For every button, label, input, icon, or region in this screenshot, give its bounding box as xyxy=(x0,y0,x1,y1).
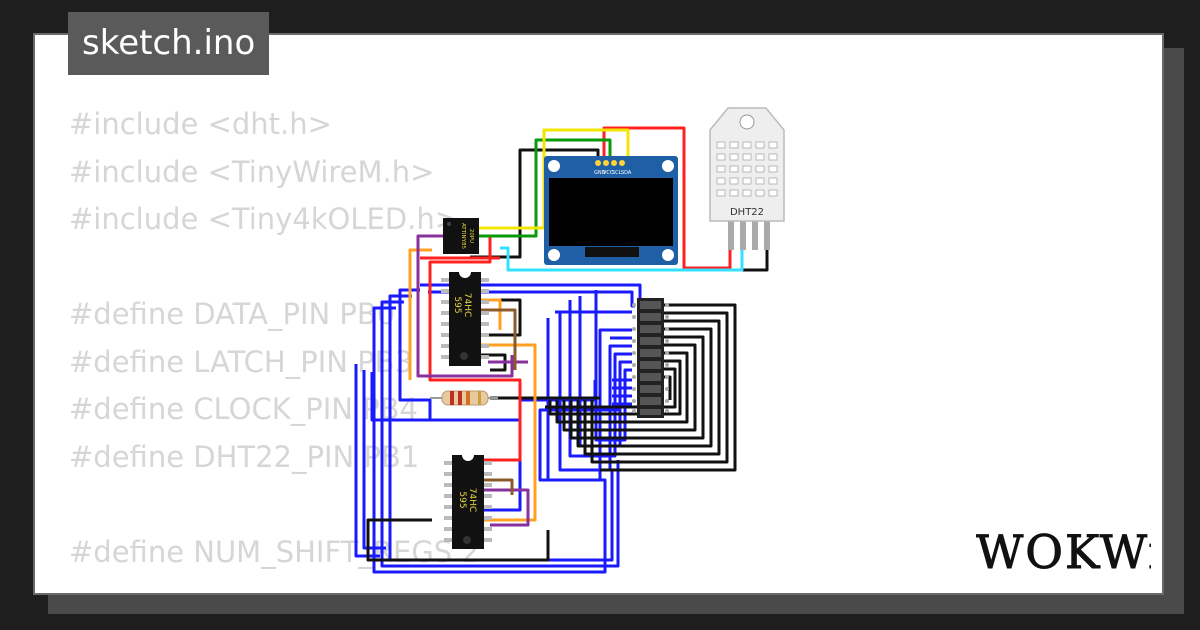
attiny85-chip: ATTINY85 20PU xyxy=(443,218,479,254)
attiny85-label: ATTINY85 xyxy=(460,223,466,250)
cyan-wire xyxy=(500,245,744,272)
shift-register-2-label-bottom: 595 xyxy=(457,491,467,508)
green-wire xyxy=(478,138,612,238)
code-line-1: #include <dht.h> xyxy=(69,107,332,141)
wokwi-logo-text: WOKWi xyxy=(976,525,1151,578)
wokwi-logo: WOKWi xyxy=(976,525,1151,579)
attiny85-sublabel: 20PU xyxy=(468,229,474,243)
filename-tab: sketch.ino xyxy=(68,12,270,75)
dht22-label: DHT22 xyxy=(730,207,764,218)
purple-wires xyxy=(416,234,530,527)
led-bar-graph xyxy=(632,298,669,418)
shift-register-1: 74HC 595 xyxy=(441,272,489,366)
shift-register-1-label-bottom: 595 xyxy=(452,296,462,313)
preview-card: #include <dht.h> #include <TinyWireM.h> #i… xyxy=(33,33,1164,595)
code-line-3: #include <Tiny4kOLED.h> xyxy=(69,202,460,236)
resistor xyxy=(430,390,498,406)
code-preview: #include <dht.h> #include <TinyWireM.h> #i… xyxy=(69,101,480,576)
oled-pin-vcc: VCC xyxy=(603,170,614,176)
dht22-sensor: DHT22 xyxy=(709,107,785,250)
oled-pin-sda: SDA xyxy=(621,170,632,176)
oled-pin-gnd: GND xyxy=(594,170,606,176)
shift-register-1-label-top: 74HC xyxy=(462,293,472,318)
brown-wires xyxy=(478,308,517,495)
oled-pin-scl: SCL xyxy=(612,170,622,176)
code-line-2: #include <TinyWireM.h> xyxy=(69,154,435,189)
code-line-6: #define LATCH_PIN PB3 xyxy=(69,344,414,379)
shift-register-2-label-top: 74HC xyxy=(467,488,477,513)
red-wires xyxy=(420,126,732,462)
black-wires xyxy=(366,148,769,562)
yellow-wire xyxy=(478,128,630,230)
oled-display: GND VCC SCL SDA xyxy=(544,156,678,265)
shift-register-2: 74HC 595 xyxy=(444,455,492,549)
